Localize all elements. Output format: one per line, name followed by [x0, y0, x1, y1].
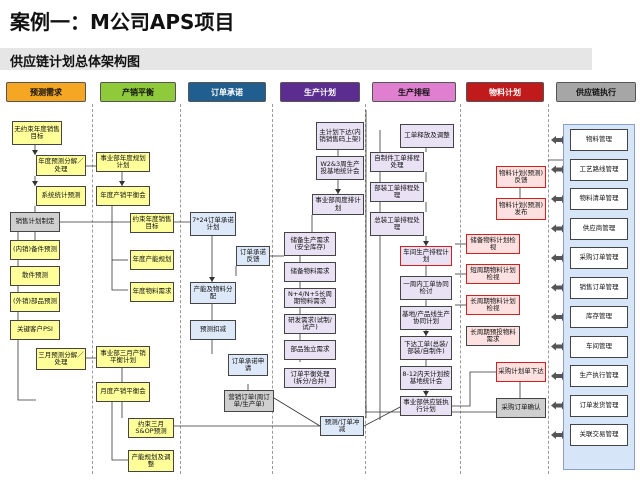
col1-box: 三月预测分解／处理	[36, 348, 86, 370]
execution-item: 供应商管理	[570, 217, 628, 240]
col3-box: 订单承诺反馈	[236, 246, 270, 266]
col1-box: (外销)部品预测	[10, 292, 60, 312]
page-title: 案例一：M公司APS项目	[10, 10, 235, 34]
col4-box: 事业部周度排计划	[312, 194, 364, 215]
col5-box: 工单释放及调整	[400, 124, 454, 148]
col5-box: 基地/产品线生产协同计划	[400, 306, 452, 330]
column-header: 物料计划	[466, 82, 544, 102]
col3-box: 预测/订单冲减	[320, 416, 364, 436]
col1-box: 关键客户PSI	[10, 320, 60, 340]
column-divider	[460, 104, 461, 474]
col6-box: 储备物料计划检视	[466, 234, 520, 254]
col3-box: 7*24订单承诺计划	[190, 212, 236, 236]
col4-box: W2&3周生产投基地统计会	[316, 156, 364, 180]
execution-item: 销售订单管理	[570, 276, 628, 299]
column-divider	[272, 104, 273, 474]
column-header: 生产计划	[280, 82, 360, 102]
column-divider	[548, 104, 549, 474]
execution-item: 物料管理	[570, 129, 628, 151]
col2-box: 产能规划及调整	[128, 450, 174, 472]
col4-box: 研发需求(试制/试产)	[284, 314, 336, 334]
col4-box: 储备物料需求	[284, 262, 336, 282]
col2-box: 月度产销平衡会	[96, 382, 150, 402]
col6-box: 物料计划(预测)发布	[496, 198, 546, 220]
col4-box: 主计划下达(内销销售码上架)	[316, 122, 364, 150]
col2-box: 约束三月S&OP预测	[128, 418, 174, 438]
col4-box: 储备生产需求(安全库存)	[284, 232, 336, 256]
col5-box: 事业部供应链执行计划	[400, 396, 452, 416]
col4-box: 部品独立需求	[284, 340, 336, 360]
col5-box: 一周内工单协同检讨	[400, 276, 452, 300]
col3-box: 产能及物料分配	[190, 282, 236, 304]
col4-box: N+4/N+5长周期物料需求	[284, 288, 336, 308]
execution-item: 生产执行管理	[570, 365, 628, 387]
col6-box: 长周期物料计划检视	[466, 295, 520, 315]
execution-item: 工艺路线管理	[570, 158, 628, 181]
column-header: 产销平衡	[100, 82, 176, 102]
col6-box: 短周期物料计划检视	[466, 264, 520, 284]
col1-box: (内销)备件预测	[10, 240, 60, 260]
col2-box: 年度物料需求	[130, 282, 174, 302]
page-subtitle: 供应链计划总体架构图	[10, 55, 141, 70]
col6-box: 采购订单确认	[496, 398, 546, 418]
col6-box: 长周期预投物料需求	[466, 326, 520, 346]
col1-box: 散件预测	[10, 266, 60, 286]
col2-box: 事业部年度规划计划	[96, 152, 150, 172]
col5-box: 部装工单排程处理	[370, 182, 424, 202]
column-header: 预测需求	[6, 82, 86, 102]
execution-item: 车间管理	[570, 335, 628, 358]
col2-box: 年度产能规划	[130, 250, 174, 270]
col5-box: 自制件工单排程处理	[370, 152, 424, 172]
col2-box: 事业部三月产销平衡计划	[96, 346, 150, 368]
col1-box: 销售计划制定	[10, 212, 60, 232]
column-header: 订单承诺	[188, 82, 266, 102]
col5-box: 车间生产排程计划	[400, 246, 452, 266]
col1-box: 无约束年度销售目标	[12, 121, 62, 145]
col2-box: 年度产销平衡会	[96, 186, 150, 206]
execution-item: 库存管理	[570, 306, 628, 328]
column-divider	[180, 104, 181, 474]
column-divider	[365, 104, 366, 474]
col5-box: 8-12内天计划按基地统计会	[400, 366, 452, 390]
column-header: 生产排程	[372, 82, 456, 102]
execution-item: 采购订单管理	[570, 247, 628, 269]
column-divider	[92, 104, 93, 474]
col5-box: 下达工单(总装/部装/自制件)	[400, 336, 452, 360]
subtitle-bar	[0, 48, 592, 70]
col2-box: 约束年度销售目标	[130, 213, 174, 233]
col4-box: 订单平衡处理(拆分/合并)	[284, 368, 336, 388]
col5-box: 总装工单排程处理	[370, 212, 424, 236]
execution-item: 物料清单管理	[570, 188, 628, 210]
execution-item: 订单发货管理	[570, 394, 628, 417]
col6-box: 采购计划单下达	[496, 362, 546, 382]
col1-box: 系统统计预测	[36, 186, 86, 206]
col6-box: 物料计划(预测)反馈	[496, 166, 546, 188]
col3-box: 订单承诺申请	[228, 354, 268, 376]
execution-item: 关联交易管理	[570, 424, 628, 446]
col3-box: 营销订单(周订单/生产单)	[224, 390, 274, 412]
col3-box: 预测扣减	[190, 320, 236, 340]
col1-box: 年度预测分解／处理	[36, 155, 86, 176]
column-header: 供应链执行	[556, 82, 636, 102]
